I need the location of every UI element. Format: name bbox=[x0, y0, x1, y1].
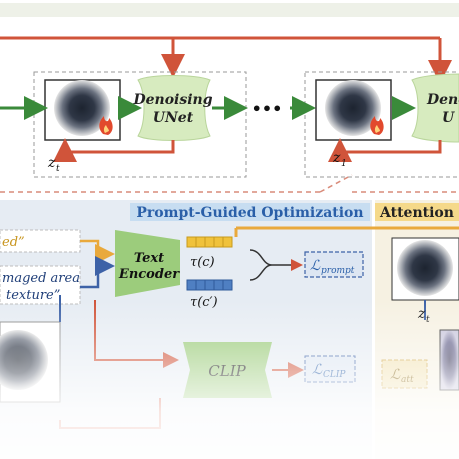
loss-prompt-box bbox=[304, 251, 364, 278]
attention-title: Attention bbox=[379, 205, 454, 221]
zt-right-label: z bbox=[417, 306, 426, 322]
red-loop-right bbox=[328, 138, 442, 162]
text-encoder-line2: Encoder bbox=[118, 267, 180, 282]
zt-right-sub: t bbox=[426, 315, 430, 325]
blue-prompt-arrow bbox=[80, 256, 115, 289]
zt-label: z bbox=[47, 155, 56, 171]
attention-map-image bbox=[439, 329, 459, 391]
loss-prompt-sub: prompt bbox=[321, 266, 355, 276]
pothole-image-zt bbox=[54, 80, 110, 136]
denoising-unet-block-right bbox=[411, 73, 459, 143]
prompt-text-2: maged area bbox=[2, 271, 80, 286]
tau-c-vector bbox=[186, 236, 233, 248]
attention-pothole-zt bbox=[397, 240, 453, 296]
top-header-strip bbox=[0, 3, 459, 17]
text-encoder-line1: Text bbox=[134, 251, 164, 266]
loss-clip-sub: CLIP bbox=[323, 370, 346, 380]
section-title-bg bbox=[130, 203, 370, 221]
red-loop-left bbox=[53, 138, 175, 162]
left-step-box bbox=[33, 71, 247, 178]
loss-clip-symbol: ℒ bbox=[312, 362, 323, 378]
prompt-text-3: texture” bbox=[6, 288, 60, 303]
clip-label: CLIP bbox=[208, 362, 246, 380]
tau-c-label: τ(c) bbox=[190, 255, 215, 270]
attention-title-bg bbox=[375, 203, 459, 221]
right-unet-label-1: Deno bbox=[426, 92, 459, 108]
loss-att-sub: att bbox=[401, 375, 414, 385]
loss-att-symbol: ℒ bbox=[390, 367, 401, 383]
right-step-box bbox=[304, 71, 459, 178]
unet-label-line1: Denoising bbox=[132, 92, 212, 108]
right-unet-label-2: U bbox=[442, 110, 455, 126]
pothole-image-z1 bbox=[325, 80, 381, 136]
prompt-text-1: ed” bbox=[2, 235, 25, 250]
tau-c-prime-label: τ(c′) bbox=[190, 295, 218, 310]
z1-label: z bbox=[332, 150, 341, 166]
orange-prompt-arrow bbox=[80, 239, 115, 264]
section-title: Prompt-Guided Optimization bbox=[136, 205, 363, 221]
dashed-connector-a bbox=[319, 174, 353, 193]
loss-prompt-symbol: ℒ bbox=[310, 258, 321, 274]
z1-sub: 1 bbox=[341, 159, 347, 169]
zt-sub: t bbox=[56, 164, 60, 174]
unet-label-line2: UNet bbox=[153, 110, 194, 126]
tau-c-prime-vector bbox=[186, 279, 233, 291]
denoising-unet-block bbox=[137, 75, 211, 141]
text-encoder-block bbox=[115, 230, 180, 297]
ellipsis: ••• bbox=[252, 99, 283, 118]
